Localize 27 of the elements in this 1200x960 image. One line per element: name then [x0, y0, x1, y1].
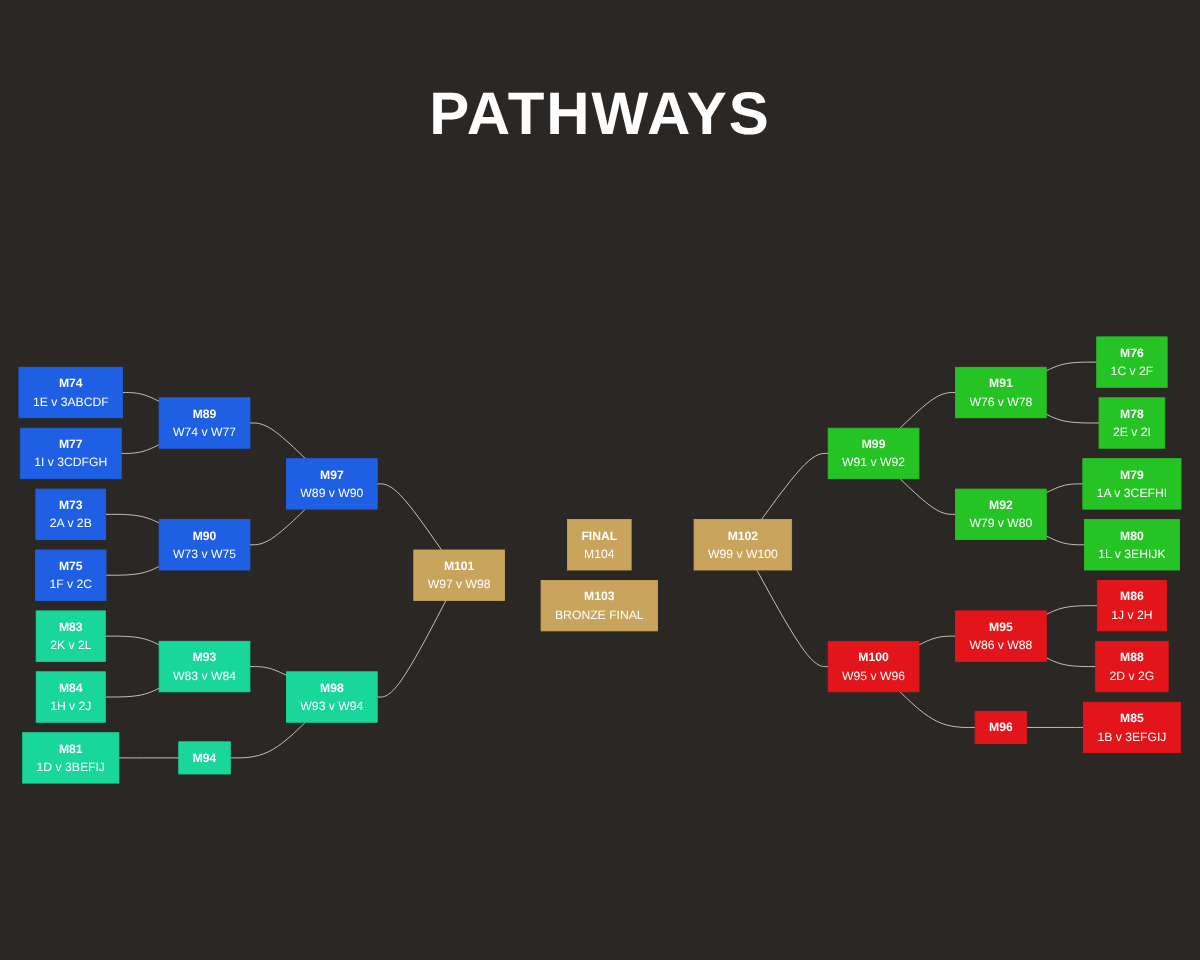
bracket-line: [105, 513, 160, 524]
bracket-line: [118, 757, 180, 759]
bracket-line: [1045, 535, 1085, 546]
bracket-line: [104, 635, 160, 646]
bracket-line: [229, 721, 306, 759]
bracket-line: [760, 453, 829, 520]
bracket-line: [1045, 413, 1100, 424]
bracket-line: [918, 635, 956, 646]
bracket-line: [249, 508, 306, 546]
bracket-line: [1045, 361, 1098, 372]
bracket-line: [899, 691, 976, 728]
bracket-line: [104, 687, 160, 698]
bracket-line: [120, 444, 160, 454]
bracket-line: [1045, 483, 1084, 494]
bracket-line: [376, 483, 442, 551]
bracket-line: [1026, 727, 1084, 728]
bracket-line: [1045, 605, 1098, 615]
bracket-line: [1045, 657, 1097, 667]
bracket-line: [899, 392, 956, 429]
bracket-line: [105, 566, 160, 576]
diagram-title: PATHWAYS: [429, 80, 771, 152]
bracket-line: [899, 478, 956, 515]
bracket-line: [376, 600, 447, 698]
bracket-line: [122, 392, 160, 402]
bracket-line: [756, 569, 829, 667]
bracket-line: [249, 422, 306, 460]
bracket-line: [249, 666, 287, 676]
